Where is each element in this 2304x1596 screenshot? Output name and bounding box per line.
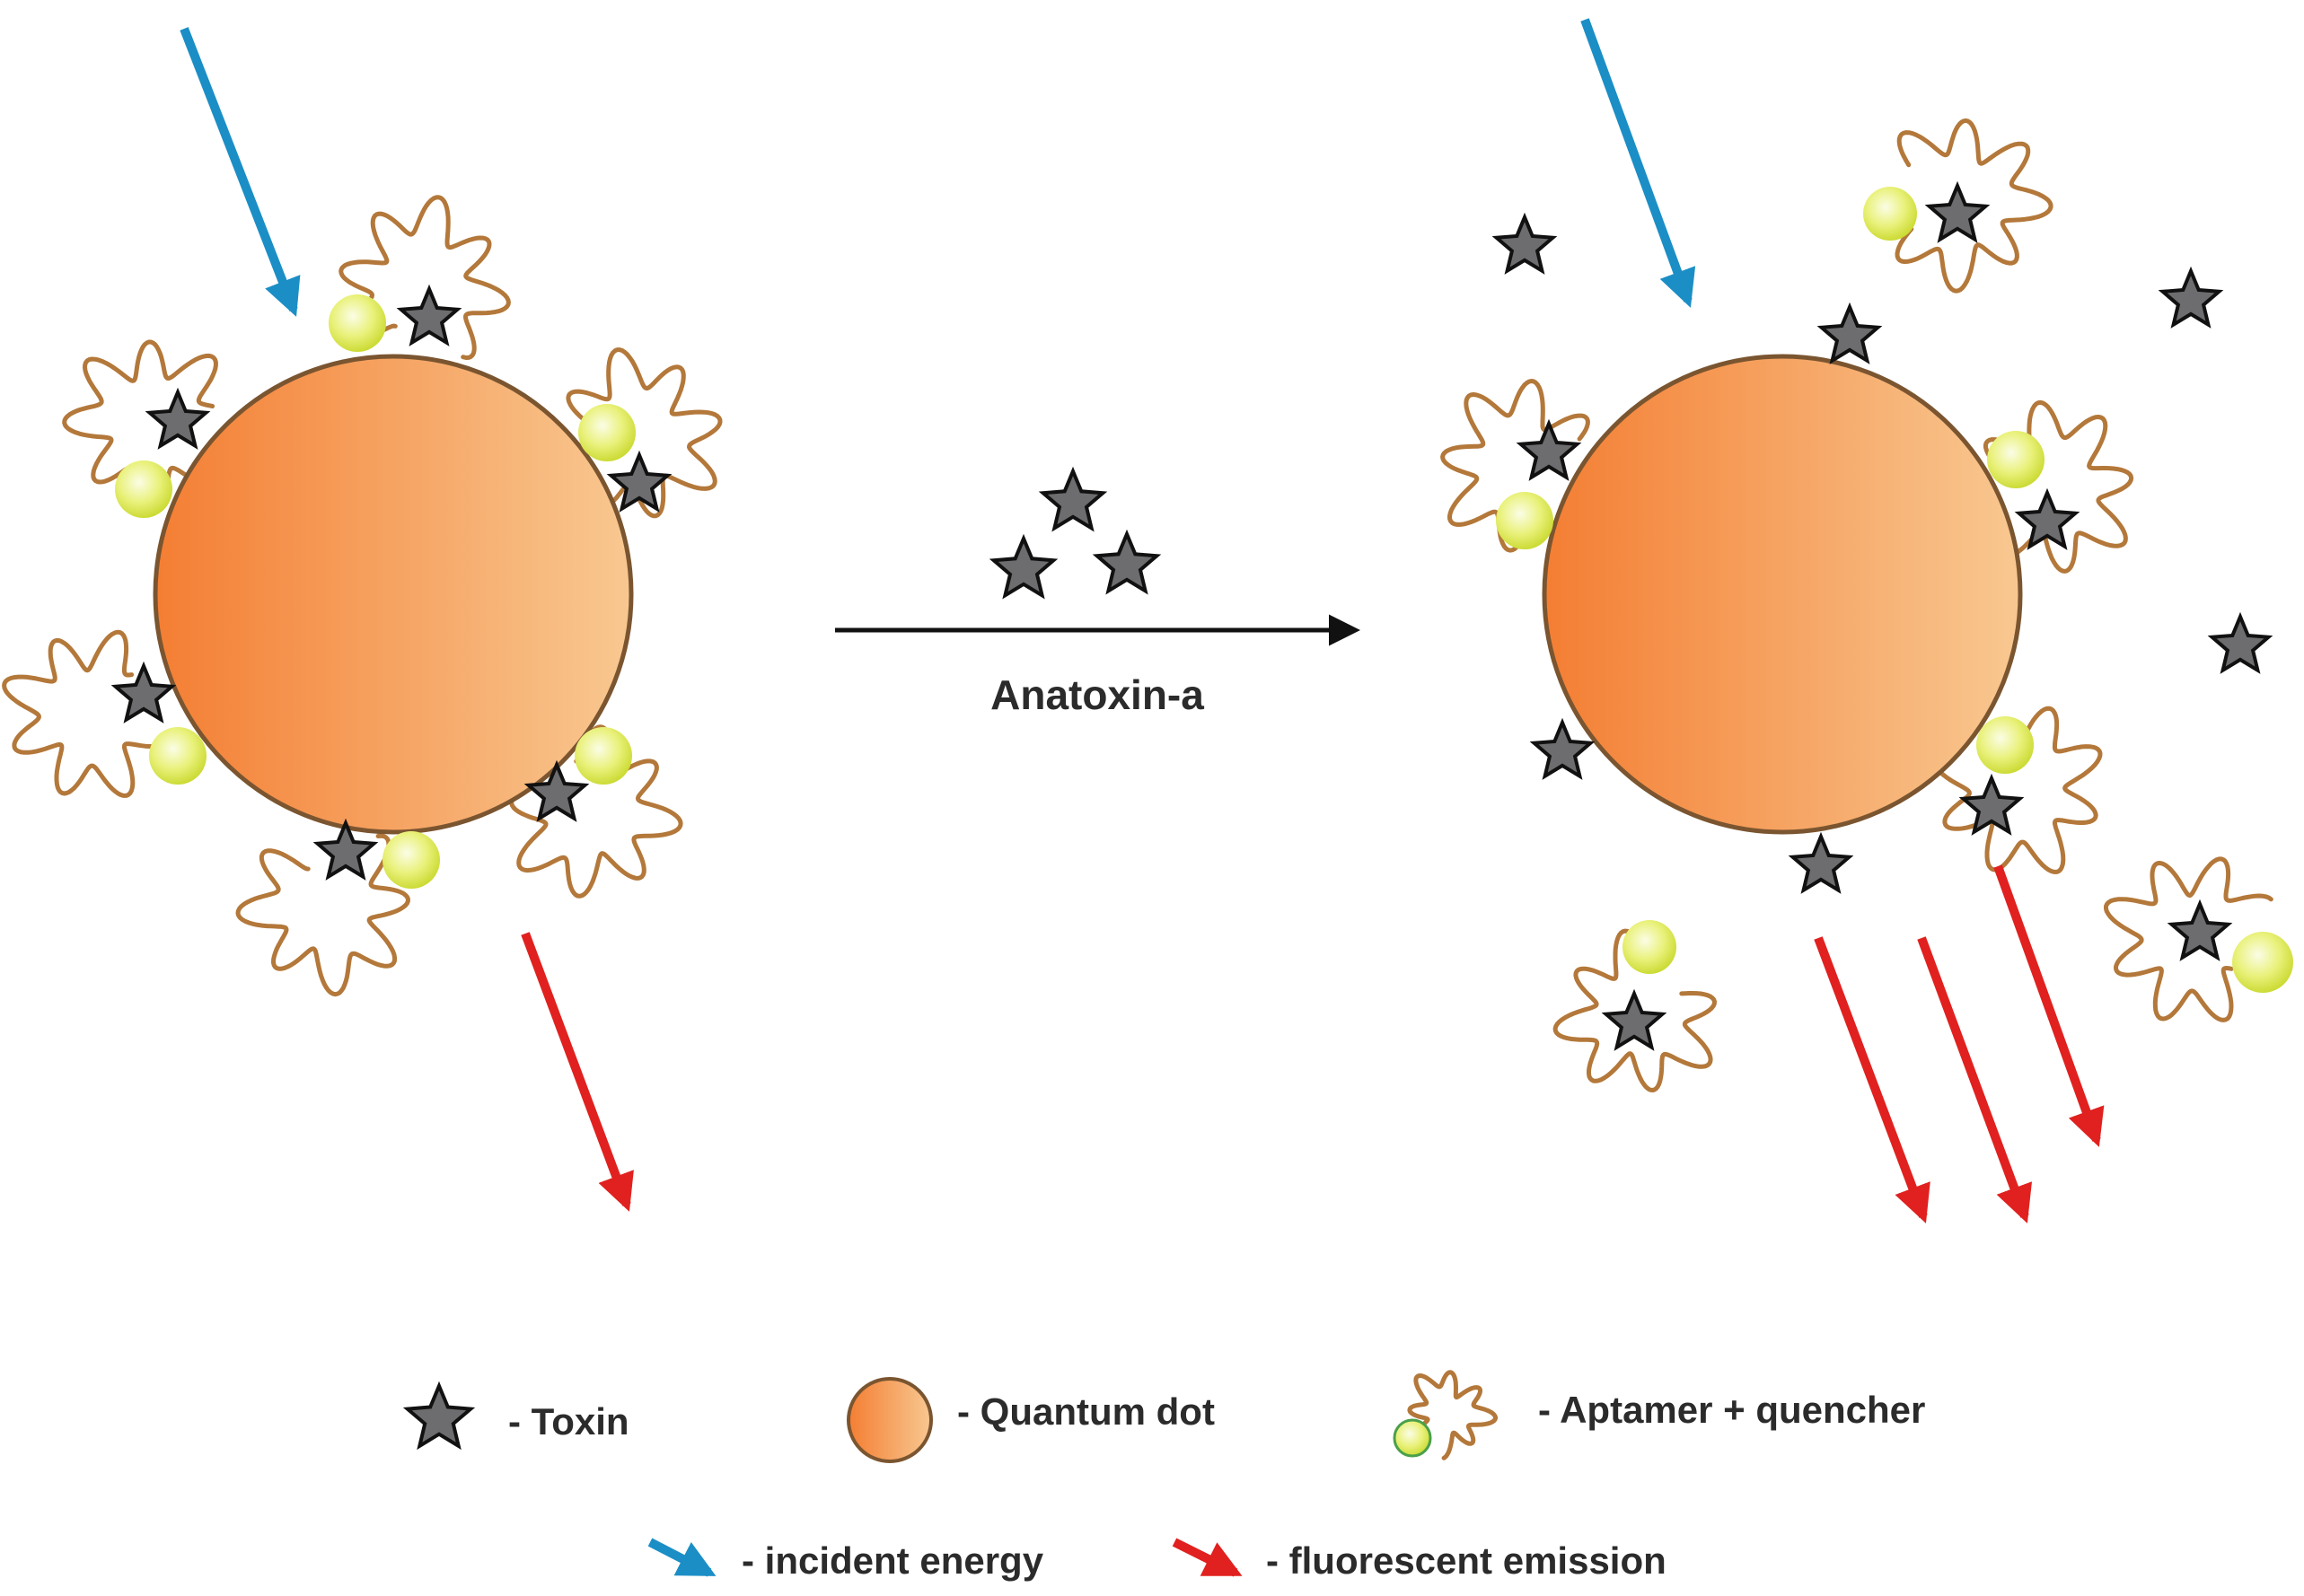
quantum-dot-left <box>153 354 634 835</box>
aptamer-strand <box>235 833 410 997</box>
reagent-label: Anatoxin-a <box>990 671 1204 718</box>
legend-quantum-dot: - Quantum dot <box>847 1377 1215 1463</box>
right-state-fluorescent <box>1440 18 2293 1223</box>
aptamer-strand <box>566 347 723 519</box>
incident-arrow-icon <box>647 1538 717 1577</box>
toxin-star-icon <box>145 387 211 450</box>
toxin-star-icon <box>1958 773 2025 836</box>
wavy-strand-icon <box>1407 1370 1498 1460</box>
toxin-star-icon <box>2014 487 2080 550</box>
left-state-quenched <box>2 27 723 1212</box>
incident-energy-arrow-left <box>180 27 301 317</box>
quencher-sphere-icon <box>1496 492 1553 549</box>
quencher-sphere-icon <box>1622 920 1676 974</box>
toxins-right <box>1491 180 2273 1051</box>
toxin-star-icon <box>989 533 1059 600</box>
toxin-star-icon <box>1516 418 1582 481</box>
toxin-star-icon <box>1601 988 1667 1051</box>
toxin-star-icon <box>1038 466 1108 532</box>
sphere-icon <box>1393 1418 1432 1458</box>
star-icon <box>402 1381 476 1451</box>
quencher-sphere-icon <box>149 727 207 785</box>
toxin-star-icon <box>1816 302 1883 364</box>
quencher-sphere-icon <box>2232 932 2293 993</box>
quencher-sphere-icon <box>115 460 172 518</box>
legend-quantum-dot-label: - Quantum dot <box>957 1390 1215 1433</box>
aptamer-strands-right <box>1440 118 2273 1092</box>
circle-icon <box>847 1377 933 1463</box>
legend-incident-energy: - incident energy <box>647 1538 1044 1582</box>
fluorescent-emission-arrows-right <box>1814 864 2105 1223</box>
quencher-sphere-icon <box>383 831 440 889</box>
released-aptamer-strand <box>1552 928 1717 1092</box>
legend-toxin: - Toxin <box>402 1381 629 1451</box>
released-aptamer-strand <box>2104 856 2273 1022</box>
emission-arrow-right-1 <box>1814 936 1930 1223</box>
legend-aptamer-quencher-label: - Aptamer + quencher <box>1538 1389 1925 1431</box>
legend-toxin-label: - Toxin <box>508 1400 629 1443</box>
quantum-dot-right <box>1542 354 2023 835</box>
emission-arrow-icon <box>1172 1538 1243 1577</box>
quencher-sphere-icon <box>578 404 636 461</box>
incident-energy-arrow-right <box>1580 18 1696 308</box>
toxin-star-icon <box>110 661 177 723</box>
toxin-star-icon <box>396 284 462 346</box>
quencher-sphere-icon <box>575 727 632 785</box>
wavy-strand-icon <box>1407 1370 1498 1460</box>
fluorescent-emission-arrow-left <box>521 932 634 1212</box>
legend-fluorescent-emission-label: - fluorescent emission <box>1266 1539 1666 1582</box>
toxin-star-icon <box>2207 611 2273 674</box>
toxin-star-icon <box>1529 717 1596 780</box>
quencher-sphere-icon <box>329 294 386 352</box>
quencher-sphere-icon <box>1987 431 2045 488</box>
toxin-star-icon <box>312 818 379 881</box>
legend: - Toxin - Quantum dot - Aptamer + quench… <box>402 1370 1925 1582</box>
toxin-star-icon <box>523 759 590 822</box>
quencher-sphere-icon <box>1863 187 1917 241</box>
toxin-star-icon <box>2167 899 2233 961</box>
released-aptamer-strand <box>1895 118 2053 294</box>
toxin-star-icon <box>1491 212 1558 275</box>
reaction-step: Anatoxin-a <box>835 466 1360 718</box>
toxins-left <box>110 284 673 881</box>
quenchers-right <box>1496 187 2293 993</box>
toxin-star-icon <box>606 450 673 513</box>
quenchers-left <box>115 294 636 889</box>
toxin-star-icon <box>1924 180 1991 243</box>
anatoxin-stars <box>989 466 1162 600</box>
aptamer-strand <box>1932 706 2103 874</box>
emission-arrow-right-3 <box>1993 864 2105 1147</box>
legend-aptamer-quencher: - Aptamer + quencher <box>1393 1370 1925 1460</box>
aptamer-strand <box>339 195 511 360</box>
toxin-star-icon <box>1092 529 1162 595</box>
quencher-sphere-icon <box>1976 716 2034 774</box>
toxin-star-icon <box>1788 831 1854 894</box>
aptamer-strand <box>2 629 168 798</box>
toxin-star-icon <box>2158 266 2224 329</box>
aptamer-strand <box>1983 399 2134 574</box>
star-icon <box>402 1381 476 1451</box>
legend-fluorescent-emission: - fluorescent emission <box>1172 1538 1666 1582</box>
emission-arrow-right-2 <box>1917 936 2033 1223</box>
legend-incident-energy-label: - incident energy <box>742 1539 1044 1582</box>
